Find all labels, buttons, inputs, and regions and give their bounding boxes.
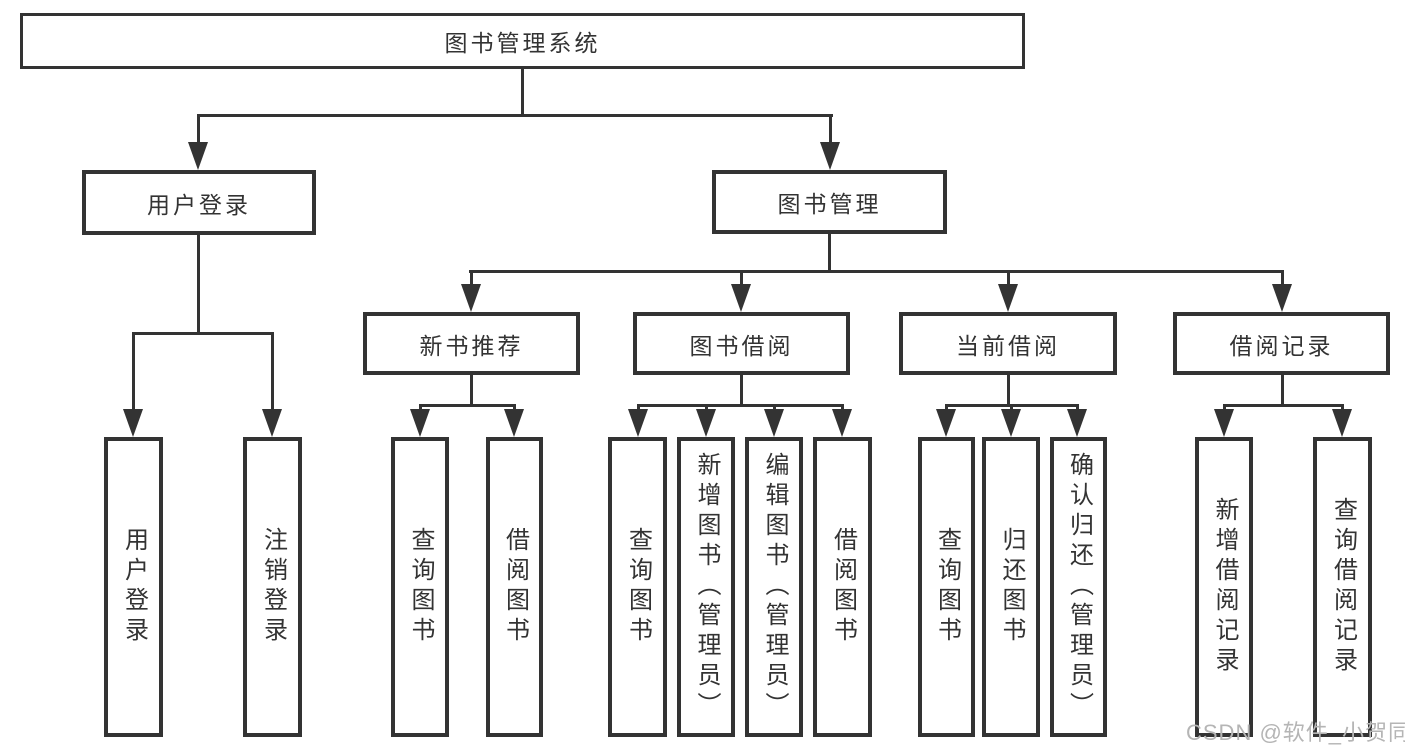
arrow-new-book	[461, 284, 481, 312]
node-book-borrowing: 图书借阅	[633, 312, 850, 375]
connector-current-borrowing-trunk	[1007, 375, 1010, 407]
arrow-query-books-3	[936, 409, 956, 437]
node-user-login: 用户登录	[82, 170, 316, 235]
node-borrowing-records: 借阅记录	[1173, 312, 1390, 375]
leaf-add-borrow-record: 新增借阅记录	[1195, 437, 1253, 737]
connector-stem-confirm-return	[1076, 404, 1079, 413]
connector-stem-new-book	[470, 270, 473, 286]
leaf-borrow-books-1: 借阅图书	[486, 437, 543, 737]
leaf-return-books: 归还图书	[982, 437, 1040, 737]
arrow-borrow-books-2	[832, 409, 852, 437]
connector-stem-borrowing-records	[1281, 270, 1284, 286]
leaf-query-books-2: 查询图书	[608, 437, 667, 737]
arrow-book-borrowing	[731, 284, 751, 312]
connector-stem-book-borrowing	[740, 270, 743, 286]
leaf-confirm-return-admin: 确认归还（管理员）	[1050, 437, 1107, 737]
arrow-confirm-return	[1067, 409, 1087, 437]
arrow-query-books-2	[628, 409, 648, 437]
arrow-leaf-logout	[262, 409, 282, 437]
arrow-edit-books	[764, 409, 784, 437]
connector-book-management-trunk	[828, 234, 831, 273]
connector-level3-bar	[469, 270, 1284, 273]
leaf-query-books-1: 查询图书	[391, 437, 449, 737]
arrow-user-login	[188, 142, 208, 170]
leaf-add-books-admin: 新增图书（管理员）	[677, 437, 735, 737]
connector-book-borrowing-bar	[637, 404, 844, 407]
node-book-management: 图书管理	[712, 170, 947, 234]
connector-user-login-bar	[132, 332, 274, 335]
arrow-add-borrow-record	[1214, 409, 1234, 437]
connector-stem-query3	[945, 404, 948, 413]
leaf-query-books-3: 查询图书	[918, 437, 975, 737]
arrow-query-borrow-record	[1332, 409, 1352, 437]
connector-user-login-trunk	[197, 235, 200, 335]
arrow-return-books	[1001, 409, 1021, 437]
connector-stem-edit-books	[773, 404, 776, 413]
connector-stem-return-books	[1010, 404, 1013, 413]
csdn-watermark: CSDN @软件_小贺同学	[1186, 720, 1405, 745]
connector-book-borrowing-trunk	[740, 375, 743, 407]
connector-stem-book-management	[829, 114, 832, 144]
connector-root-trunk	[521, 69, 524, 116]
connector-level2-bar	[197, 114, 833, 117]
arrow-current-borrowing	[998, 284, 1018, 312]
arrow-add-books	[696, 409, 716, 437]
connector-stem-add-record	[1223, 404, 1226, 413]
leaf-borrow-books-2: 借阅图书	[813, 437, 872, 737]
connector-stem-query2	[637, 404, 640, 413]
arrow-borrow-books-1	[504, 409, 524, 437]
connector-stem-borrow2	[841, 404, 844, 413]
arrow-query-books-1	[410, 409, 430, 437]
node-root: 图书管理系统	[20, 13, 1025, 69]
arrow-leaf-user-login	[123, 409, 143, 437]
connector-stem-leaf-logout	[271, 332, 274, 411]
connector-new-book-trunk	[470, 375, 473, 407]
connector-stem-borrow1	[513, 404, 516, 413]
node-current-borrowing: 当前借阅	[899, 312, 1117, 375]
connector-stem-query-record	[1341, 404, 1344, 413]
connector-stem-current-borrowing	[1007, 270, 1010, 286]
arrow-book-management	[820, 142, 840, 170]
connector-stem-query1	[419, 404, 422, 413]
connector-borrowing-records-trunk	[1281, 375, 1284, 407]
leaf-query-borrow-record: 查询借阅记录	[1313, 437, 1372, 737]
connector-new-book-bar	[419, 404, 516, 407]
connector-stem-add-books	[705, 404, 708, 413]
leaf-user-login: 用户登录	[104, 437, 163, 737]
connector-stem-leaf-user-login	[132, 332, 135, 411]
leaf-logout: 注销登录	[243, 437, 302, 737]
connector-stem-user-login	[197, 114, 200, 144]
node-new-book-recommend: 新书推荐	[363, 312, 580, 375]
arrow-borrowing-records	[1272, 284, 1292, 312]
connector-borrowing-records-bar	[1223, 404, 1344, 407]
leaf-edit-books-admin: 编辑图书（管理员）	[745, 437, 803, 737]
